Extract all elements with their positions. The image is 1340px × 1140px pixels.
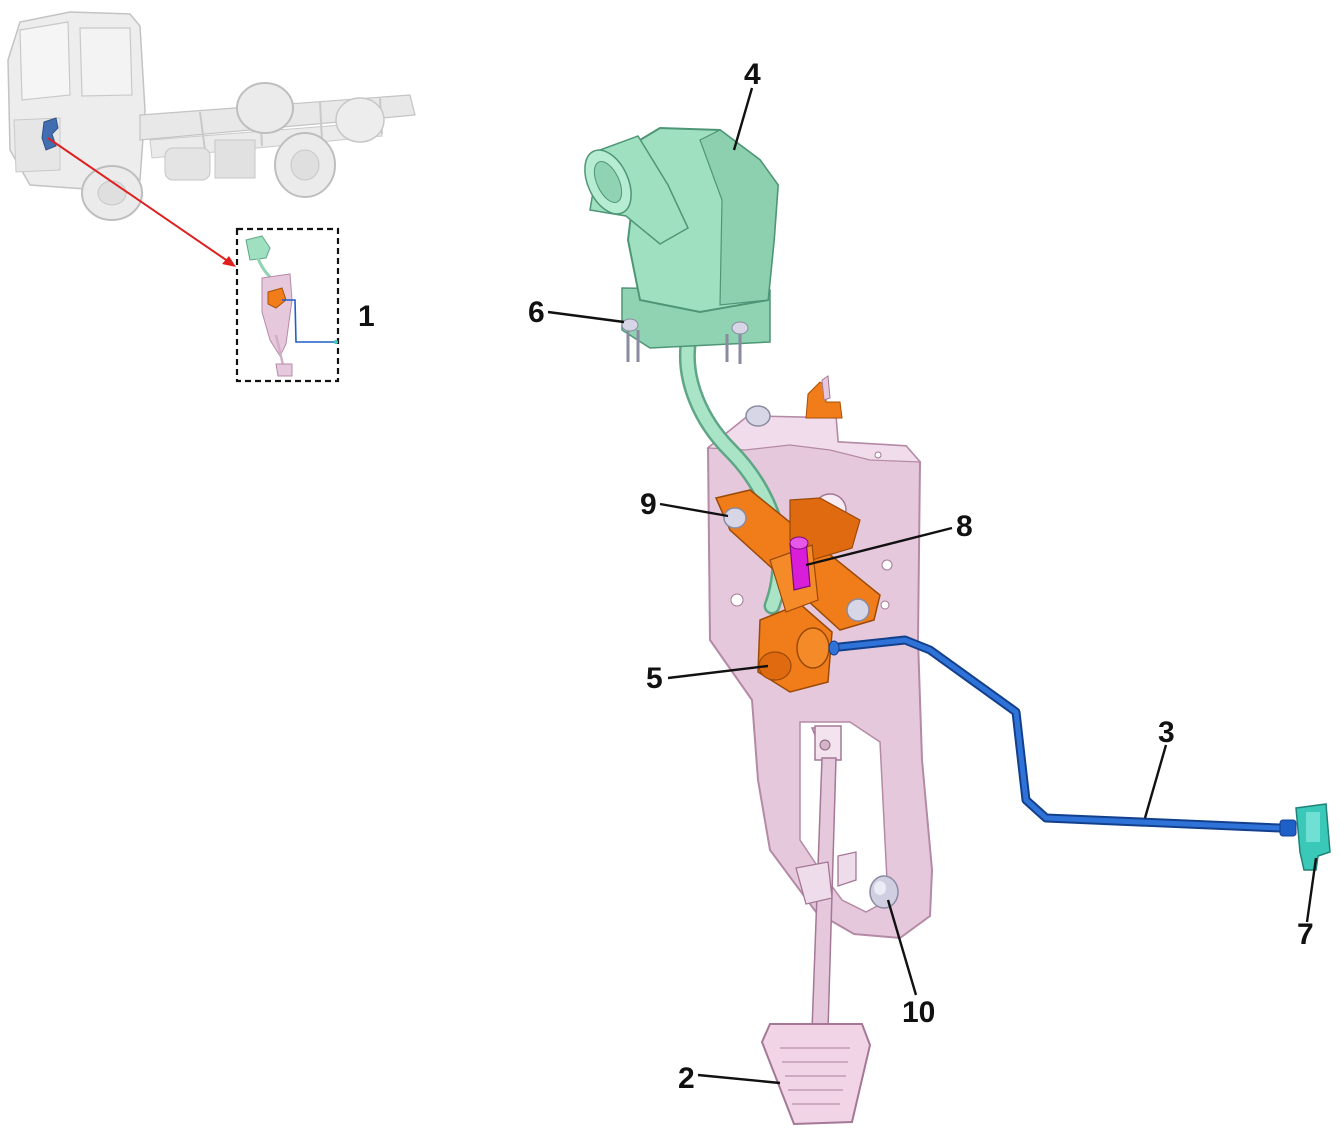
master-cylinder xyxy=(714,489,881,693)
clutch-pedal xyxy=(760,725,872,1126)
callout-5: 5 xyxy=(646,662,663,695)
callout-4: 4 xyxy=(744,58,761,91)
leader-5 xyxy=(667,664,769,680)
truck-locator-icon xyxy=(7,11,416,221)
callout-6: 6 xyxy=(528,296,545,329)
callout-leaders xyxy=(547,87,1318,1085)
callout-10: 10 xyxy=(902,996,935,1029)
leader-4 xyxy=(732,87,754,151)
reservoir-tank xyxy=(584,126,780,364)
leader-2 xyxy=(697,1073,781,1085)
pedal-stopper xyxy=(869,875,899,909)
callout-7: 7 xyxy=(1297,918,1314,951)
leader-3 xyxy=(1143,744,1168,819)
clutch-pipe xyxy=(828,635,1297,837)
locator-arrow xyxy=(47,137,236,267)
callout-labels: 1 2 3 4 5 6 7 8 9 10 xyxy=(358,58,1314,1095)
callout-2: 2 xyxy=(678,1062,695,1095)
callout-3: 3 xyxy=(1158,716,1175,749)
leader-7 xyxy=(1305,857,1318,923)
callout-9: 9 xyxy=(640,488,657,521)
callout-1: 1 xyxy=(358,300,375,333)
leader-10 xyxy=(886,899,918,996)
callout-8: 8 xyxy=(956,510,973,543)
leader-9 xyxy=(659,502,729,518)
pipe-connector xyxy=(1295,803,1331,871)
pedal-assembly-thumbnail-icon xyxy=(235,227,340,383)
leader-6 xyxy=(547,310,625,324)
leader-8 xyxy=(805,526,953,567)
